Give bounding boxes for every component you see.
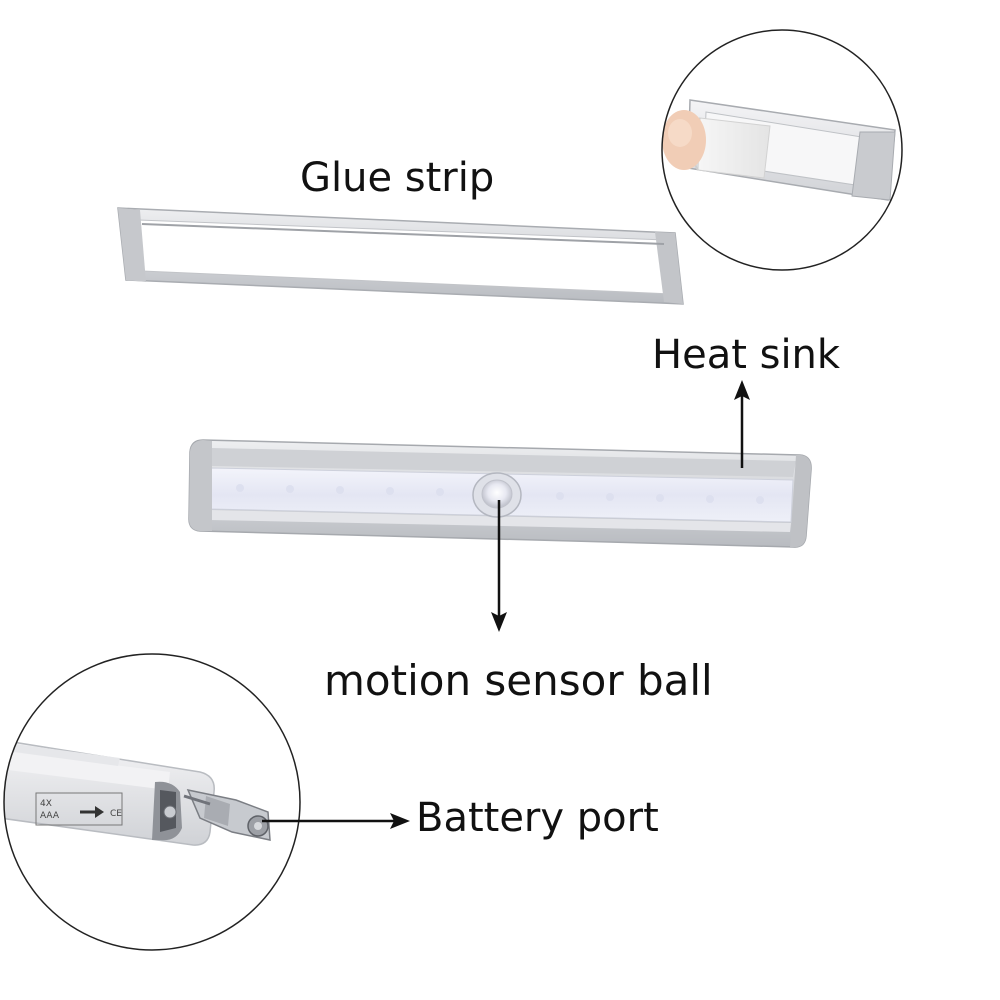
heat-sink-label: Heat sink (652, 332, 841, 378)
battery-count-mark: 4X (40, 799, 52, 809)
glue-strip-label: Glue strip (300, 155, 495, 201)
battery-direction-arrow-icon (80, 806, 104, 818)
battery-port-label: Battery port (416, 795, 659, 841)
inset-glue-peel (661, 29, 903, 271)
inset-battery-port: 4X AAA CE (3, 653, 301, 951)
arrow-up-icon (734, 380, 750, 468)
arrow-down-icon (491, 500, 507, 632)
motion-sensor-label: motion sensor ball (324, 656, 713, 705)
arrow-right-icon (262, 813, 410, 829)
light-bar (188, 439, 812, 548)
ce-mark: CE (110, 809, 122, 819)
battery-type-mark: AAA (40, 811, 60, 821)
glue-strip-bar (117, 207, 684, 305)
